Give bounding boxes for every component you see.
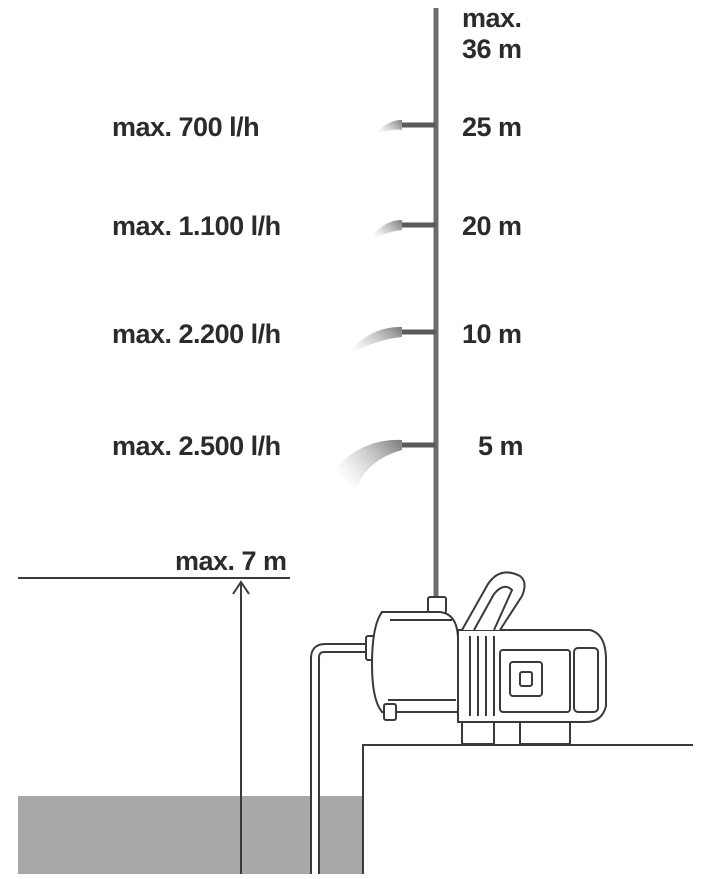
outlet-25m [374,120,436,136]
garden-pump [365,571,607,745]
height-label: 5 m [478,431,523,461]
flow-rate-label: max. 2.200 l/h [112,319,281,349]
flow-rate-label: max. 2.500 l/h [112,431,281,461]
suction-arrow-head [232,580,250,595]
max-height-label-line2: 36 m [462,34,522,64]
suction-height-label: max. 7 m [175,546,287,576]
water-spray [374,120,402,136]
water-spray [344,326,402,358]
flow-rate-label: max. 1.100 l/h [112,211,281,241]
flow-rate-label: max. 700 l/h [112,112,259,142]
outlet-5m [334,439,436,490]
ground-platform [362,744,693,874]
water-spray [334,439,402,490]
water-spray [368,220,402,242]
height-label: 10 m [462,319,522,349]
max-height-label-line1: max. [462,3,522,33]
outlet-10m [344,326,436,358]
water-body [18,796,363,874]
height-label: 20 m [462,211,522,241]
outlet-20m [368,220,436,242]
height-label: 25 m [462,112,522,142]
